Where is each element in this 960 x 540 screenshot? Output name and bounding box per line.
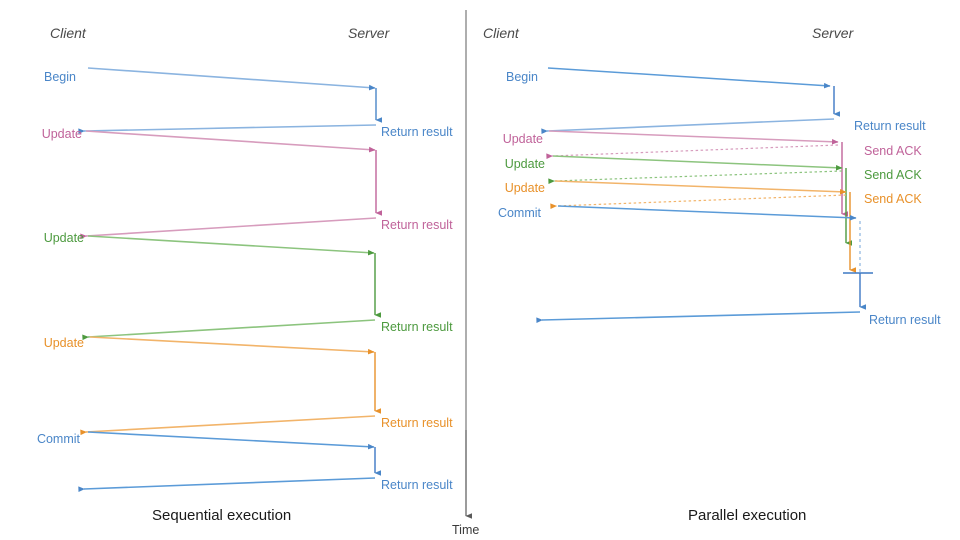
left-server-label-return-result-1: Return result bbox=[381, 218, 453, 232]
right-server-label-send-ack-1: Send ACK bbox=[864, 144, 922, 158]
left-actor-server: Server bbox=[348, 25, 390, 41]
right-flow-begin bbox=[541, 67, 840, 135]
left-server-label-return-result-0: Return result bbox=[381, 125, 453, 139]
right-client-label-update-2: Update bbox=[504, 157, 545, 171]
right-server-label-return-result-0: Return result bbox=[854, 119, 926, 133]
left-client-label-begin-0: Begin bbox=[44, 70, 76, 84]
left-flow-update-3 bbox=[80, 336, 381, 436]
right-client-label-update-3: Update bbox=[504, 181, 545, 195]
right-server-label-return-result-4: Return result bbox=[869, 313, 941, 327]
left-client-label-commit-4: Commit bbox=[36, 432, 80, 446]
left-panel-caption: Sequential execution bbox=[152, 507, 292, 524]
left-server-label-return-result-2: Return result bbox=[381, 320, 453, 334]
right-actor-client: Client bbox=[483, 25, 519, 41]
left-client-label-update-2: Update bbox=[43, 231, 84, 245]
left-flow-begin bbox=[78, 67, 382, 134]
right-flow-commit bbox=[536, 205, 873, 323]
right-server-label-send-ack-3: Send ACK bbox=[864, 192, 922, 206]
right-panel-caption: Parallel execution bbox=[688, 507, 807, 524]
left-flow-commit bbox=[78, 431, 381, 493]
left-server-label-return-result-4: Return result bbox=[381, 478, 453, 492]
right-client-label-begin-0: Begin bbox=[506, 70, 538, 84]
left-client-label-update-3: Update bbox=[43, 336, 84, 350]
time-axis-label: Time bbox=[452, 523, 480, 537]
left-flow-update-2 bbox=[82, 235, 381, 341]
right-flow-update-3 bbox=[550, 180, 856, 273]
left-client-label-update-1: Update bbox=[41, 127, 82, 141]
left-actor-client: Client bbox=[50, 25, 86, 41]
right-server-label-send-ack-2: Send ACK bbox=[864, 168, 922, 182]
right-client-label-update-1: Update bbox=[502, 132, 543, 146]
left-flow-update-1 bbox=[80, 130, 382, 240]
right-flow-update-2 bbox=[548, 155, 852, 246]
left-server-label-return-result-3: Return result bbox=[381, 416, 453, 430]
right-flow-update-1 bbox=[546, 130, 848, 217]
right-actor-server: Server bbox=[812, 25, 854, 41]
right-client-label-commit-4: Commit bbox=[497, 206, 541, 220]
